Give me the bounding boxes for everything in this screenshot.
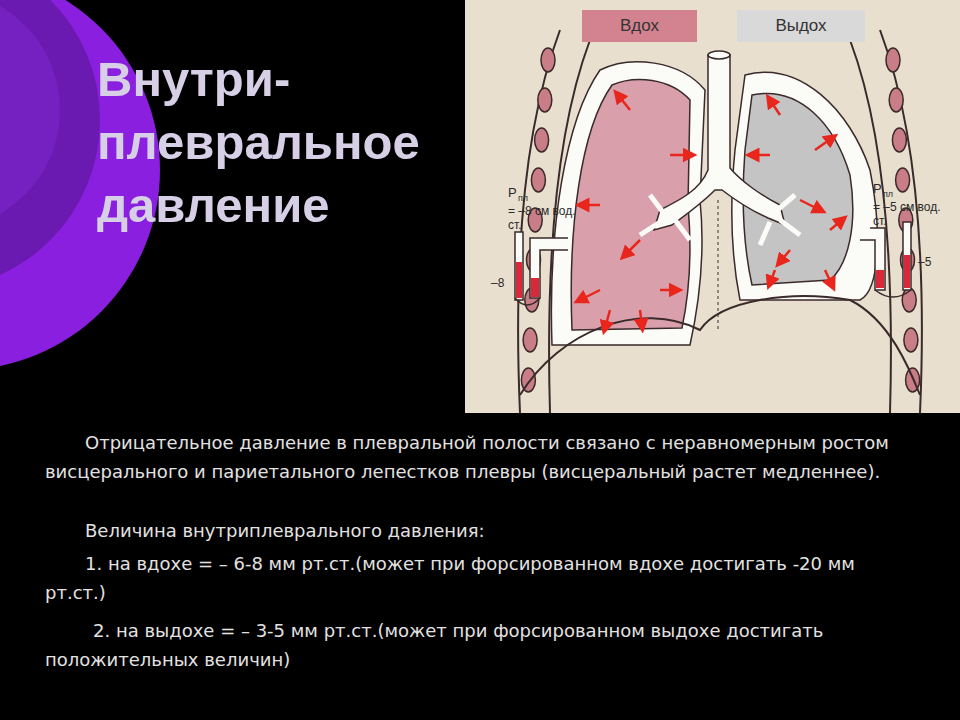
deco-circle [0, 0, 60, 230]
slide-title: Внутри- плевральное давление [97, 48, 467, 237]
mediastinum [718, 200, 719, 330]
pressure-arrow [582, 204, 600, 207]
pressure-arrows [580, 95, 842, 328]
pressure-subscript: пл [518, 193, 528, 203]
pressure-symbol: Р [873, 182, 882, 196]
deco-circle [0, 0, 100, 290]
manometer-reading: –5 [918, 255, 931, 269]
rib-section [538, 88, 552, 112]
lung-right [743, 93, 853, 285]
pressure-arrow [670, 154, 690, 157]
rib-section [892, 128, 906, 152]
pressure-value: = –5 см вод. ст. [873, 200, 957, 228]
rib-section [886, 48, 900, 72]
diaphragm [520, 296, 920, 395]
pressure-arrow [625, 240, 640, 255]
rib-section [889, 88, 903, 112]
rib-section [523, 328, 537, 352]
pressure-arrow [800, 200, 820, 210]
rib-section [541, 48, 555, 72]
rib-section [535, 128, 549, 152]
rib-section [896, 168, 910, 192]
manometer-left [515, 232, 568, 305]
pressure-arrow [618, 95, 630, 110]
figure-ground [465, 0, 960, 413]
phase-label: Выдох [775, 16, 826, 36]
pressure-arrow [752, 154, 770, 157]
body-paragraph: 2. на выдохе = – 3-5 мм рт.ст.(может при… [45, 616, 905, 674]
rib-sections [521, 48, 919, 392]
manometer-reading: –8 [491, 276, 504, 290]
pressure-symbol: Р [508, 186, 517, 200]
pleura-right [732, 72, 878, 300]
pressure-arrow [825, 270, 832, 285]
body-paragraph: Величина внутриплеврального давления: [45, 516, 905, 545]
pressure-arrow [780, 250, 790, 262]
pressure-arrow [815, 138, 832, 150]
body-paragraph: Отрицательное давление в плевральной пол… [45, 428, 905, 486]
pressure-value: = –8 см вод. ст. [508, 204, 592, 232]
chest-wall [518, 30, 922, 413]
rib-section [904, 328, 918, 352]
pressure-arrow [770, 270, 775, 283]
manometer-right [860, 222, 911, 297]
phase-label: Вдох [620, 16, 659, 36]
phase-box: Вдох [582, 10, 697, 42]
airways [640, 51, 800, 245]
pressure-arrow [770, 100, 780, 115]
pressure-arrow [830, 220, 842, 230]
pressure-subscript: пл [883, 189, 893, 199]
pressure-arrow [580, 290, 600, 300]
pressure-arrow [640, 310, 642, 326]
rib-section [531, 168, 545, 192]
pressure-arrow [605, 310, 610, 328]
phase-box: Выдох [737, 10, 865, 42]
pressure-arrow [660, 289, 676, 292]
body-paragraph: 1. на вдохе = – 6-8 мм рт.ст.(может при … [45, 549, 905, 607]
